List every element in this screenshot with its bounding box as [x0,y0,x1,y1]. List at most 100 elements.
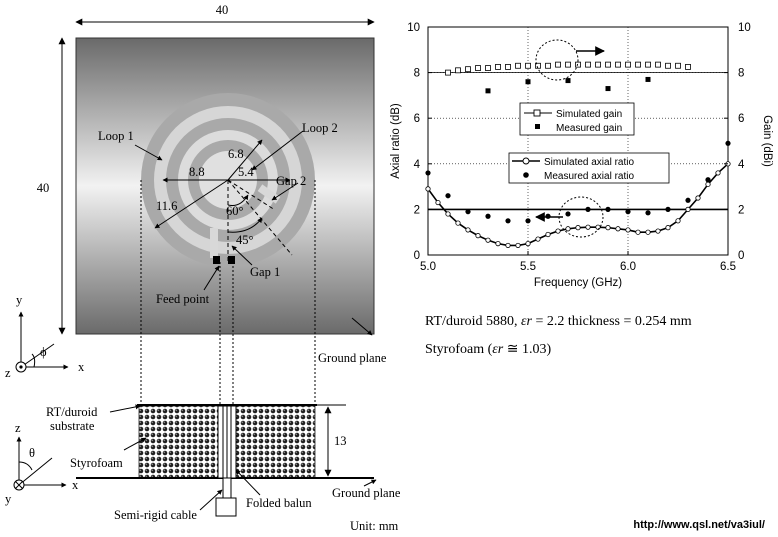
y-tick-label: 0 [414,250,420,262]
measured-gain-point [605,86,611,92]
radius-11-6-label: 11.6 [156,199,177,213]
simulated-axial-ratio-point [565,226,571,232]
spec-line-1: RT/duroid 5880, εr = 2.2 thickness = 0.2… [425,314,692,329]
simulated-axial-ratio-point [545,231,551,238]
cable-label: Semi-rigid cable [114,508,197,522]
measured-axial-ratio-point [725,140,731,146]
measured-axial-ratio-point [525,218,531,224]
angle-45-arc [227,217,263,233]
source-url: http://www.qsl.net/va3iul/ [633,519,765,531]
simulated-axial-ratio-point [605,225,611,231]
simulated-axial-ratio-point [715,170,721,176]
simulated-gain-point [555,61,561,68]
simulated-gain-point [565,61,571,68]
reference-lines [428,72,728,211]
legend-sim-ar: Simulated axial ratio [544,157,634,168]
gap-1-cut [210,228,218,258]
simulated-axial-ratio-point [495,241,501,247]
radius-5-4-label: 5.4 [238,165,254,179]
simulated-gain-point [675,62,681,69]
coord2-theta-label: θ [29,446,35,460]
simulated-axial-ratio-point [675,218,681,224]
ground-plane-label-2: Ground plane [332,486,401,500]
width-dimension-label: 40 [216,3,229,17]
x-tick-label: 5.0 [420,261,436,273]
simulated-axial-ratio-point [575,225,581,231]
y-tick-label: 6 [414,113,420,125]
y2-tick-label: 4 [738,159,745,171]
feed-point-label: Feed point [156,292,210,306]
y-axis-label: Axial ratio (dB) [390,103,402,179]
simulated-axial-ratio-point [435,199,441,206]
coord-y-label: y [16,293,23,307]
y2-tick-label: 8 [738,68,744,80]
simulated-axial-ratio-point [705,181,711,187]
measured-axial-ratio-point [505,218,511,224]
loop-1-label: Loop 1 [98,129,134,143]
legend-meas-ar: Measured axial ratio [544,171,634,182]
connector [215,497,237,517]
coord2-z-label: z [15,421,21,435]
coord-z-label: z [5,366,11,380]
loop-2-pointer [251,130,304,171]
simulated-axial-ratio-point [425,186,431,192]
simulated-gain-point [595,61,601,68]
measured-axial-ratio-point [685,197,691,203]
measured-axial-ratio-point [565,211,571,217]
simulated-gain-point [635,61,641,68]
loop-2-label: Loop 2 [302,121,338,135]
simulated-gain-point [465,66,471,73]
simulated-gain-point [605,61,611,68]
simulated-gain-point [525,62,531,69]
measured-axial-ratio-point [585,206,591,212]
simulated-axial-ratio-point [475,233,481,239]
simulated-gain-point [645,61,651,68]
measured-axial-ratio-point [665,206,671,212]
simulated-gain-point [445,69,451,76]
x-tick-label: 6.0 [620,261,636,273]
simulated-axial-ratio-point [525,241,531,247]
simulated-axial-ratio-point [515,242,521,249]
simulated-gain-point [615,61,621,68]
simulated-gain-point [515,62,521,69]
simulated-axial-ratio-point [485,237,491,243]
antenna-top-view: 40 40 Loop 1 Loop 2 6.8 [37,3,387,365]
feed-pad-left [213,256,220,264]
gap-1-label: Gap 1 [250,265,280,279]
measured-gain-point [485,88,491,94]
simulated-axial-ratio-point [685,206,691,212]
coord-system-side: z θ y x [5,421,79,506]
x-tick-label: 5.5 [520,261,536,273]
semi-rigid-cable [222,477,232,499]
simulated-axial-ratio-point [655,228,661,234]
loop-1-pointer [134,144,163,161]
y2-tick-label: 0 [738,250,744,262]
measured-axial-ratio-point [705,177,711,183]
coord-x-label: x [78,360,85,374]
simulated-axial-ratio-point [615,226,621,232]
y2-tick-label: 10 [738,22,751,34]
simulated-axial-ratio-point [465,227,471,233]
styrofoam-label: Styrofoam [70,456,123,470]
y2-tick-label: 6 [738,113,744,125]
simulated-axial-ratio-point [595,224,601,230]
y2-axis-label: Gain (dBi) [761,115,773,167]
measured-axial-ratio-point [645,210,651,216]
simulated-axial-ratio-point [555,228,561,234]
simulated-gain-point [455,67,461,74]
simulated-gain-point [485,65,491,71]
y-tick-label: 2 [414,204,420,216]
measured-axial-ratio-point [425,170,431,176]
feed-pointer [203,265,220,291]
series-layer [425,61,731,249]
simulated-axial-ratio-point [535,236,541,242]
measured-axial-ratio-point [625,209,631,215]
height-dimension-label: 40 [37,181,50,195]
x-tick-label: 6.5 [720,261,736,273]
coord2-y-label: y [5,492,12,506]
simulated-axial-ratio-point [695,195,701,201]
legend-sim-gain: Simulated gain [556,109,622,120]
coord-system-top: y x z ϕ [5,293,85,380]
